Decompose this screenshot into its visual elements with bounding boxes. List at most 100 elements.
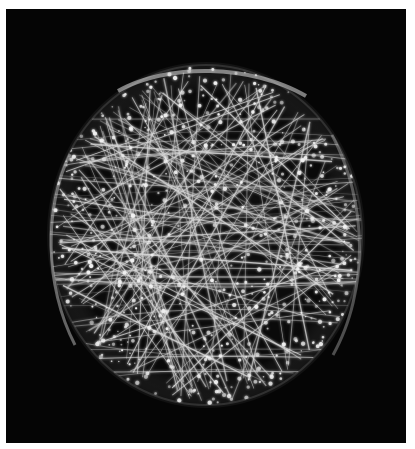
- bright-point: [300, 262, 302, 264]
- bright-point: [253, 102, 256, 105]
- bright-point: [325, 194, 327, 196]
- bright-point: [149, 86, 152, 89]
- bright-point: [304, 128, 305, 129]
- bright-point: [265, 106, 268, 109]
- bright-point: [123, 271, 127, 275]
- bright-point: [349, 259, 352, 262]
- bright-point: [157, 118, 161, 122]
- bright-point: [111, 198, 114, 201]
- bright-point: [205, 147, 208, 150]
- bright-point: [298, 143, 301, 146]
- bright-point: [179, 103, 183, 107]
- bright-point: [99, 355, 103, 359]
- bright-point: [116, 305, 118, 307]
- bright-point: [229, 294, 232, 297]
- bright-point: [112, 343, 115, 346]
- bright-point: [130, 258, 134, 262]
- bright-point: [113, 335, 116, 338]
- bright-point: [324, 143, 327, 146]
- bright-point: [99, 334, 101, 336]
- bright-point: [78, 273, 80, 275]
- bright-point: [68, 249, 71, 252]
- bright-point: [238, 98, 242, 102]
- bright-point: [273, 101, 276, 104]
- bright-point: [67, 204, 69, 206]
- bright-point: [135, 307, 137, 309]
- bright-point: [263, 278, 265, 280]
- bright-point: [72, 200, 75, 203]
- bright-point: [202, 364, 204, 366]
- bright-point: [95, 253, 97, 255]
- bright-point: [95, 303, 97, 305]
- bright-point: [277, 178, 281, 182]
- bright-point: [268, 237, 269, 238]
- bright-point: [90, 320, 94, 324]
- bright-point: [249, 148, 252, 151]
- bright-point: [243, 256, 245, 258]
- bright-point: [204, 373, 206, 375]
- bright-point: [208, 401, 212, 405]
- bright-point: [312, 153, 316, 157]
- bright-point: [153, 316, 155, 318]
- bright-point: [248, 306, 252, 310]
- bright-point: [135, 268, 137, 270]
- bright-point: [93, 131, 97, 135]
- bright-point: [144, 127, 146, 129]
- bright-point: [216, 105, 219, 108]
- bright-point: [101, 112, 103, 114]
- bright-point: [168, 233, 171, 236]
- bright-point: [200, 124, 203, 127]
- bright-point: [92, 239, 95, 242]
- bright-point: [304, 129, 305, 130]
- bright-point: [127, 378, 130, 381]
- bright-point: [308, 225, 310, 227]
- bright-point: [120, 339, 122, 341]
- bright-point: [249, 138, 252, 141]
- bright-point: [320, 174, 324, 178]
- bright-point: [218, 120, 222, 124]
- bright-point: [337, 299, 340, 302]
- bright-point: [230, 163, 233, 166]
- bright-point: [285, 248, 288, 251]
- bright-point: [211, 144, 213, 146]
- bright-point: [227, 394, 231, 398]
- bright-point: [53, 251, 55, 253]
- bright-point: [182, 285, 185, 288]
- bright-point: [173, 76, 177, 80]
- bright-point: [293, 234, 297, 238]
- bright-point: [115, 291, 118, 294]
- bright-point: [114, 197, 116, 199]
- bright-point: [323, 326, 325, 328]
- bright-point: [122, 94, 125, 97]
- bright-point: [116, 215, 118, 217]
- bright-point: [134, 363, 135, 364]
- bright-point: [216, 375, 219, 378]
- bright-point: [217, 401, 219, 403]
- bright-point: [341, 284, 343, 286]
- bright-point: [277, 228, 280, 231]
- bright-point: [124, 167, 126, 169]
- bright-point: [323, 171, 325, 173]
- bright-point: [354, 258, 356, 260]
- bright-point: [96, 317, 97, 318]
- bright-point: [215, 202, 218, 205]
- bright-point: [164, 134, 166, 136]
- bright-point: [118, 284, 121, 287]
- bright-point: [326, 191, 329, 194]
- bright-point: [168, 385, 171, 388]
- bright-point: [273, 142, 277, 146]
- bright-point: [295, 339, 298, 342]
- bright-point: [230, 265, 232, 267]
- bright-point: [241, 289, 245, 293]
- bright-point: [147, 166, 150, 169]
- bright-point: [111, 106, 113, 108]
- bright-point: [131, 339, 135, 343]
- bright-point: [271, 89, 274, 92]
- bright-point: [108, 211, 111, 214]
- bright-point: [119, 350, 121, 352]
- bright-point: [145, 120, 147, 122]
- bright-point: [222, 78, 225, 81]
- bright-point: [58, 257, 60, 259]
- bright-point: [313, 142, 315, 144]
- bright-point: [232, 143, 235, 146]
